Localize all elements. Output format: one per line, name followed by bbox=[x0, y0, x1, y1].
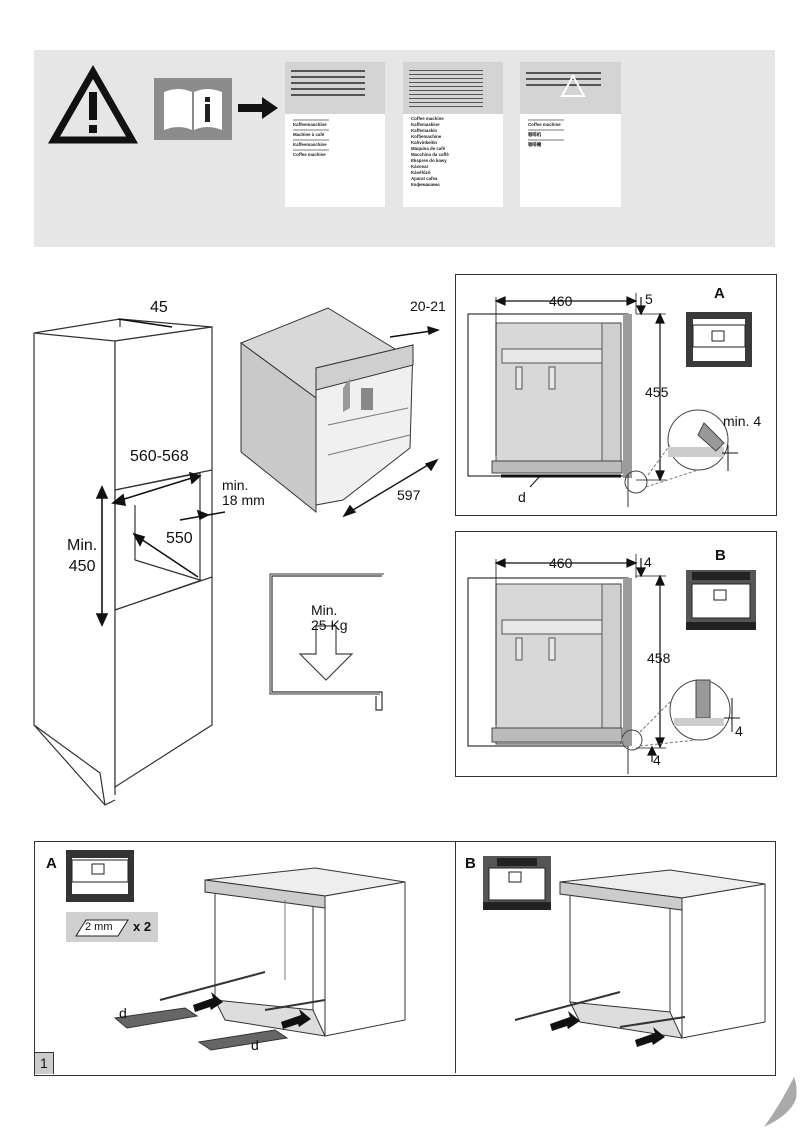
booklet-2-item: Koffiemachine bbox=[411, 134, 442, 139]
booklet-3-item: Coffee machine bbox=[528, 122, 561, 127]
spacer-multiplier: x 2 bbox=[133, 919, 152, 934]
figure-number: 1 bbox=[40, 1055, 48, 1071]
booklet-2-item: Macchina da caffè bbox=[411, 152, 449, 157]
booklet-2-item: Kahvinkeitin bbox=[411, 140, 438, 145]
warning-triangle-icon bbox=[560, 73, 586, 97]
page-corner-curl-icon bbox=[764, 1077, 797, 1127]
booklet-2-item: Kaffemaskin bbox=[411, 128, 438, 133]
warning-triangle-icon bbox=[47, 64, 139, 144]
booklet-2-item: Кофемашина bbox=[411, 182, 440, 187]
spacer-d-1: d bbox=[119, 1005, 127, 1021]
panel-b-letter: B bbox=[715, 547, 726, 564]
booklet-2-item: Coffee machine bbox=[411, 116, 444, 121]
bottom-letter-b: B bbox=[465, 855, 476, 872]
panel-a-detail: min. 4 bbox=[723, 413, 762, 429]
panel-b-height: 458 bbox=[647, 650, 671, 666]
panel-b bbox=[455, 531, 777, 777]
bottom-letter-a: A bbox=[46, 855, 57, 872]
booklet-2-item: Máquina de café bbox=[411, 146, 446, 151]
figure-number-box bbox=[35, 1052, 54, 1074]
booklet-2-item: Kaffemaskine bbox=[411, 122, 440, 127]
dim-inner-depth: 550 bbox=[166, 530, 193, 547]
cabinet-drawing bbox=[33, 318, 226, 806]
dim-min-gap: min. 18 mm bbox=[222, 477, 265, 508]
bottom-icon-b bbox=[483, 856, 551, 910]
panel-a-drawing bbox=[467, 293, 752, 507]
figure-1-panel bbox=[34, 841, 776, 1076]
arrow-right-icon bbox=[238, 97, 278, 119]
dim-min-height: Min. 450 bbox=[67, 537, 98, 575]
panel-a-top-gap: 5 bbox=[645, 291, 653, 307]
panel-a-spacer-label: d bbox=[518, 489, 526, 505]
booklet-2: Coffee machine Kaffemaskine Kaffemaskin … bbox=[403, 62, 503, 207]
dim-load: Min. 25 Kg bbox=[311, 602, 348, 633]
drawer-unit-a bbox=[113, 867, 406, 1051]
panel-b-side-gap: 4 bbox=[735, 723, 743, 739]
figure-divider bbox=[455, 842, 456, 1073]
booklet-2-item: Ekspres do kawy bbox=[411, 158, 447, 163]
panel-a bbox=[455, 274, 777, 516]
bottom-icon-a bbox=[66, 850, 134, 902]
spacer-thickness: 2 mm bbox=[85, 921, 113, 933]
booklet-1: Kaffeemaschine Machine à café Kaffeemasc… bbox=[285, 62, 385, 207]
panel-a-height: 455 bbox=[645, 384, 669, 400]
manual-info-icon bbox=[154, 78, 232, 140]
booklet-3: Coffee machine 咖啡机 咖啡機 bbox=[520, 62, 621, 207]
spacer-icon bbox=[66, 912, 158, 942]
machine-drawing bbox=[239, 307, 441, 518]
booklet-2-item: Aparat cafea bbox=[411, 176, 438, 181]
booklet-3-item: 咖啡机 bbox=[528, 132, 542, 137]
shelf-load-drawing bbox=[269, 573, 384, 711]
booklet-3-item: 咖啡機 bbox=[528, 142, 542, 147]
booklet-1-item: Kaffeemaschine bbox=[293, 142, 327, 147]
panel-a-width: 460 bbox=[549, 293, 573, 309]
spacer-d-2: d bbox=[251, 1037, 259, 1053]
panel-b-width: 460 bbox=[549, 555, 573, 571]
panel-b-bottom-gap: 4 bbox=[653, 752, 661, 768]
dim-machine-depth: 597 bbox=[397, 487, 421, 503]
booklet-2-item: Kávovar bbox=[411, 164, 429, 169]
booklet-1-item: Kaffeemaschine bbox=[293, 122, 327, 127]
drawer-unit-b bbox=[514, 869, 766, 1047]
dim-machine-offset: 20-21 bbox=[410, 298, 446, 314]
booklet-1-item: Coffee machine bbox=[293, 152, 326, 157]
dim-cabinet-width: 560-568 bbox=[130, 448, 189, 465]
panel-b-top-gap: 4 bbox=[644, 554, 652, 570]
panel-b-drawing bbox=[467, 554, 756, 774]
booklet-1-item: Machine à café bbox=[293, 132, 325, 137]
panel-a-letter: A bbox=[714, 285, 725, 302]
booklet-2-item: Kávéfőző bbox=[411, 170, 431, 175]
dim-cabinet-depth: 45 bbox=[150, 299, 168, 316]
